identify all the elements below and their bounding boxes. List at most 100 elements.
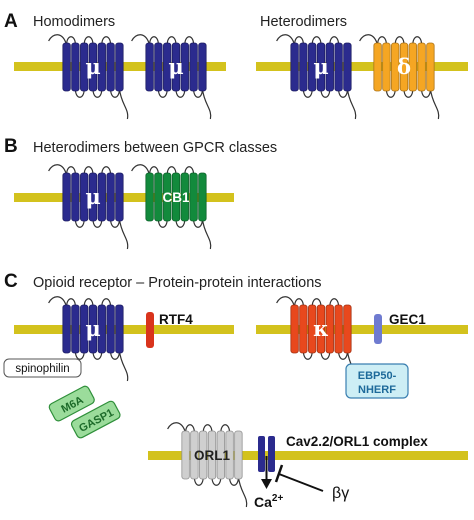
transmembrane-helix [316, 304, 326, 354]
receptor-loop [184, 166, 195, 176]
inhibition-mark [274, 464, 324, 492]
receptor-loop [101, 298, 112, 308]
gpcr-classes-title: Heterodimers between GPCR classes [33, 140, 277, 156]
transmembrane-helix [189, 172, 198, 222]
receptor-n-terminus [131, 34, 151, 46]
receptor-loop [394, 36, 405, 46]
mu-symbol-a3: μ [313, 54, 328, 79]
transmembrane-helix [71, 304, 80, 354]
transmembrane-helix [199, 430, 208, 480]
rtf4-label: RTF4 [159, 312, 193, 327]
receptor-helices [48, 296, 129, 382]
mu-receptor-c: μ [48, 296, 129, 382]
transmembrane-helix [189, 42, 198, 92]
membrane-a-right [256, 62, 468, 71]
transmembrane-helix [145, 42, 154, 92]
receptor-loop [66, 166, 76, 176]
receptor-n-terminus [359, 34, 379, 46]
receptor-loop [302, 88, 313, 98]
transmembrane-helix [171, 42, 181, 92]
calcium-arrow [261, 456, 272, 489]
receptor-loop [412, 36, 423, 46]
receptor-loop [220, 424, 231, 434]
receptor-loop [74, 88, 85, 98]
mu-receptor-a3: μ [276, 34, 357, 120]
transmembrane-helix [334, 304, 343, 354]
receptor-helices [276, 296, 357, 382]
mu-receptor-a2: μ [131, 34, 212, 120]
transmembrane-helix [106, 172, 115, 222]
receptor-loop [157, 218, 168, 228]
receptor-loop [294, 298, 304, 308]
m6a-box: M6A [48, 385, 95, 422]
transmembrane-helix [80, 42, 89, 92]
mu-symbol-a2: μ [168, 54, 183, 79]
membrane-c-left [14, 325, 234, 334]
receptor-helices [48, 164, 129, 250]
transmembrane-helix [216, 430, 225, 480]
transmembrane-helix [106, 304, 115, 354]
receptor-loop [166, 36, 177, 46]
receptor-loop [294, 36, 304, 46]
receptor-loop [202, 424, 213, 434]
receptor-loop [311, 36, 322, 46]
receptor-n-terminus [167, 422, 187, 434]
receptor-c-terminus [429, 88, 440, 120]
receptor-loop [74, 218, 85, 228]
receptor-loop [101, 36, 112, 46]
receptor-n-terminus [276, 296, 296, 308]
receptor-loop [175, 88, 186, 98]
receptor-helices [48, 34, 129, 120]
transmembrane-helix [88, 304, 98, 354]
transmembrane-helix [408, 42, 417, 92]
receptor-c-terminus [201, 88, 212, 120]
transmembrane-helix [325, 42, 334, 92]
transmembrane-helix [234, 430, 243, 480]
receptor-loop [385, 88, 396, 98]
transmembrane-helix [71, 42, 80, 92]
transmembrane-helix [88, 42, 98, 92]
receptor-loop [229, 476, 239, 486]
receptor-loop [193, 218, 203, 228]
transmembrane-helix [163, 42, 172, 92]
receptor-loop [302, 350, 313, 360]
transmembrane-helix [115, 42, 124, 92]
cav22-channel [258, 436, 275, 472]
heterodimers-title: Heterodimers [260, 14, 347, 30]
transmembrane-helix [115, 172, 124, 222]
transmembrane-helix [308, 42, 317, 92]
receptor-loop [149, 36, 159, 46]
receptor-c-terminus [118, 218, 129, 250]
transmembrane-helix [62, 172, 71, 222]
transmembrane-helix [325, 304, 334, 354]
receptor-loop [149, 166, 159, 176]
membrane-c-bottom [148, 451, 468, 460]
transmembrane-helix [62, 42, 71, 92]
transmembrane-helix [207, 430, 217, 480]
receptor-n-terminus [48, 296, 68, 308]
receptor-loop [92, 88, 103, 98]
panel-b: B Heterodimers between GPCR classes μ CB… [4, 136, 277, 250]
transmembrane-helix [290, 304, 299, 354]
cb1-receptor: CB1 [131, 164, 212, 250]
receptor-loop [193, 88, 203, 98]
transmembrane-helix [391, 42, 400, 92]
transmembrane-helix [71, 172, 80, 222]
receptor-loop [320, 350, 331, 360]
receptor-loop [110, 218, 120, 228]
transmembrane-helix [97, 42, 106, 92]
beta-gamma-label: βγ [332, 485, 349, 502]
receptor-loop [74, 350, 85, 360]
receptor-loop [110, 88, 120, 98]
receptor-loop [157, 88, 168, 98]
transmembrane-helix [316, 42, 326, 92]
spinophilin-label: spinophilin [15, 363, 69, 375]
mu-symbol-b: μ [85, 184, 100, 209]
mu-symbol-a1: μ [85, 54, 100, 79]
receptor-loop [66, 36, 76, 46]
receptor-helices [359, 34, 440, 120]
receptor-loop [320, 88, 331, 98]
cav-complex-label: Cav2.2/ORL1 complex [286, 434, 428, 449]
